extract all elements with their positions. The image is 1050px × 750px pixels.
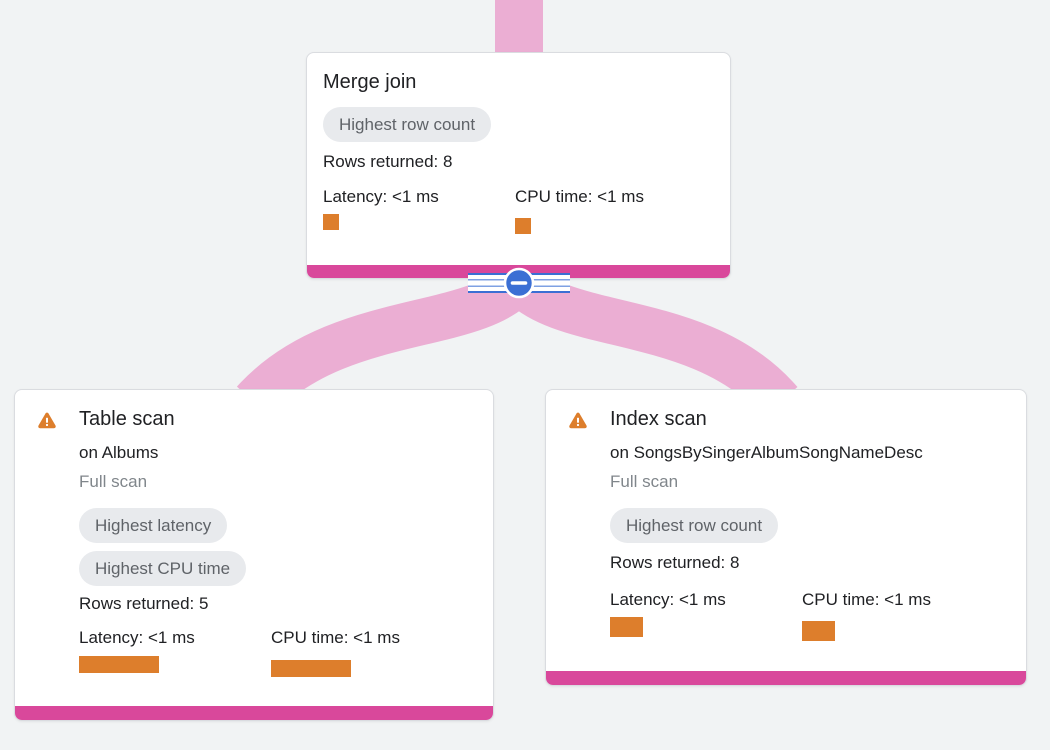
node-content: Index scan on SongsBySingerAlbumSongName… — [546, 390, 1026, 641]
latency-bar — [79, 656, 159, 673]
latency-label: Latency: <1 ms — [79, 628, 195, 647]
node-title: Index scan — [610, 408, 707, 430]
node-metrics: Latency: <1 ms CPU time: <1 ms — [610, 589, 1010, 641]
latency-label: Latency: <1 ms — [610, 590, 726, 609]
node-target-label: on SongsBySingerAlbumSongNameDesc — [610, 443, 923, 462]
plan-node-merge-join[interactable]: Merge join Highest row count Rows return… — [306, 52, 731, 279]
cpu-time-bar — [515, 218, 531, 234]
cpu-time-label: CPU time: <1 ms — [271, 628, 400, 647]
node-metrics: Latency: <1 ms CPU time: <1 ms — [323, 186, 714, 234]
node-title: Table scan — [79, 408, 175, 430]
warning-icon — [569, 412, 587, 429]
rows-returned-label: Rows returned: 5 — [79, 594, 209, 613]
node-metrics: Latency: <1 ms CPU time: <1 ms — [79, 627, 477, 677]
warning-icon — [38, 412, 56, 429]
cpu-time-metric: CPU time: <1 ms — [515, 186, 707, 234]
node-accent-bar — [546, 671, 1026, 685]
node-badges: Highest latency Highest CPU time — [79, 508, 477, 586]
latency-bar — [610, 617, 643, 637]
collapsed-rows-indicator — [468, 267, 570, 299]
latency-metric: Latency: <1 ms — [610, 589, 802, 637]
node-accent-bar — [15, 706, 493, 720]
cpu-time-label: CPU time: <1 ms — [515, 187, 644, 206]
plan-node-table-scan[interactable]: Table scan on Albums Full scan Highest l… — [14, 389, 494, 721]
rows-returned-label: Rows returned: 8 — [610, 553, 740, 572]
latency-label: Latency: <1 ms — [323, 187, 439, 206]
cpu-time-metric: CPU time: <1 ms — [802, 589, 994, 641]
cpu-time-metric: CPU time: <1 ms — [271, 627, 463, 677]
scan-type-label: Full scan — [610, 472, 679, 491]
highlight-badge: Highest latency — [79, 508, 228, 543]
node-badges: Highest row count — [610, 508, 1010, 543]
cpu-time-bar — [271, 660, 351, 677]
highlight-badge: Highest row count — [610, 508, 779, 543]
node-target-label: on Albums — [79, 443, 159, 462]
latency-metric: Latency: <1 ms — [79, 627, 271, 673]
rows-returned-label: Rows returned: 8 — [323, 152, 453, 171]
highlight-badge: Highest row count — [323, 107, 492, 142]
latency-bar — [323, 214, 339, 230]
scan-type-label: Full scan — [79, 472, 148, 491]
edge-to-table-scan — [236, 264, 537, 418]
node-content: Merge join Highest row count Rows return… — [307, 53, 730, 234]
plan-node-index-scan[interactable]: Index scan on SongsBySingerAlbumSongName… — [545, 389, 1027, 686]
cpu-time-bar — [802, 621, 835, 641]
collapse-children-button[interactable] — [464, 266, 574, 300]
highlight-badge: Highest CPU time — [79, 551, 247, 586]
node-title: Merge join — [323, 71, 417, 93]
cpu-time-label: CPU time: <1 ms — [802, 590, 931, 609]
latency-metric: Latency: <1 ms — [323, 186, 515, 230]
node-badges: Highest row count — [323, 107, 714, 142]
node-content: Table scan on Albums Full scan Highest l… — [15, 390, 493, 677]
edge-to-parent — [495, 0, 543, 57]
edge-to-index-scan — [501, 264, 798, 418]
